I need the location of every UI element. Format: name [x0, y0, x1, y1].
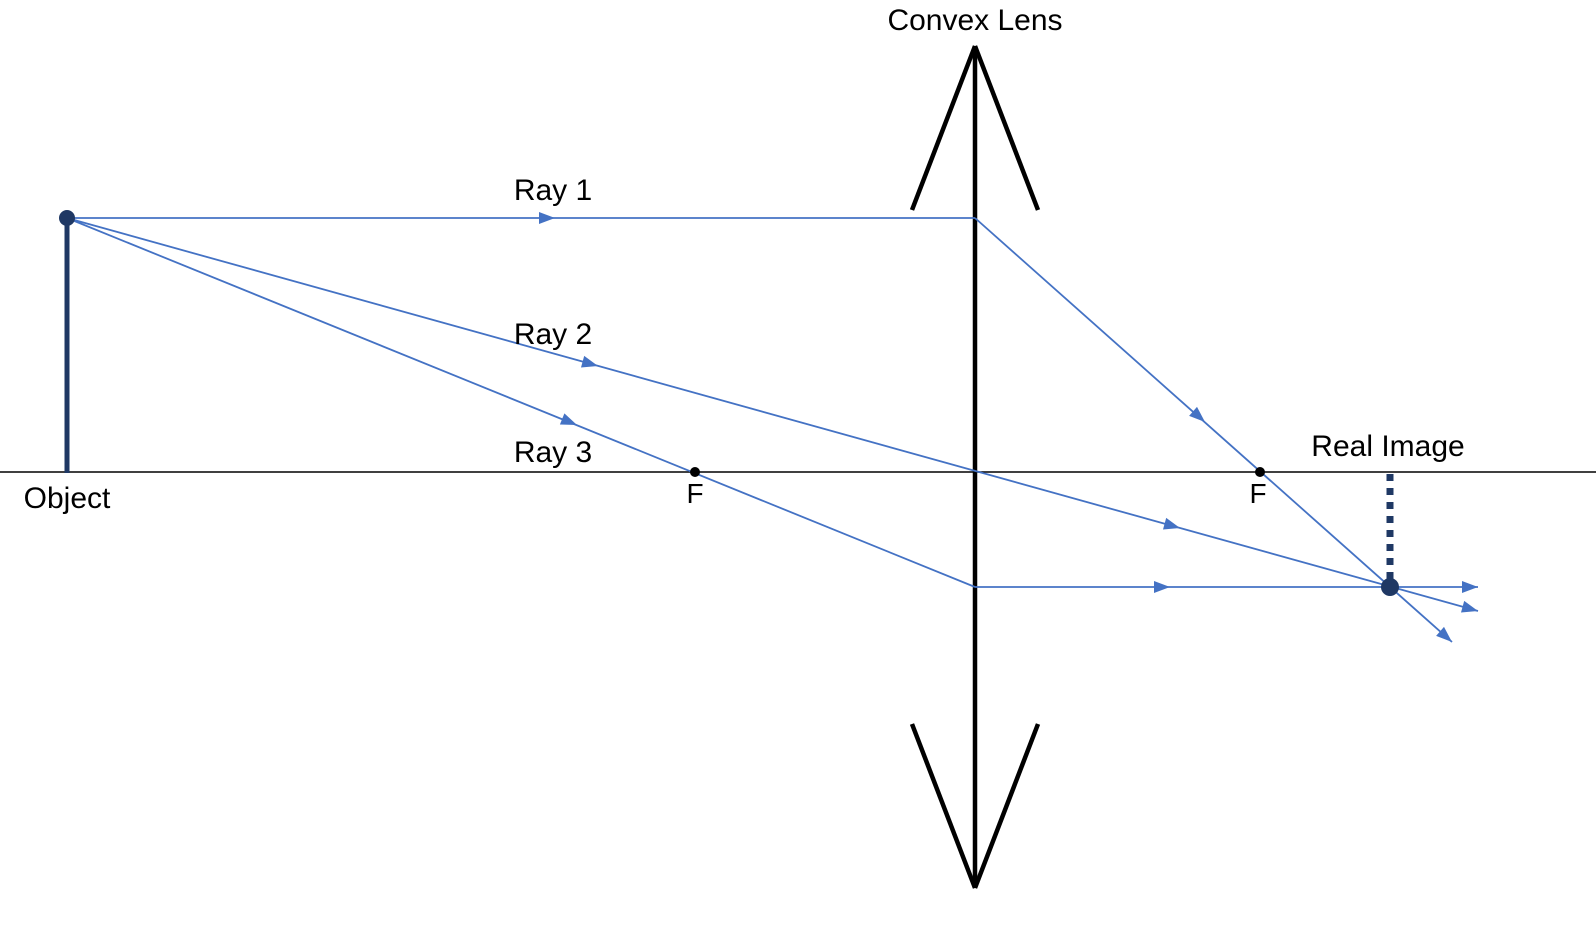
focal-point-left-label: F	[686, 478, 703, 509]
ray-2-segment-1	[66, 217, 1479, 612]
real-image-label: Real Image	[1311, 430, 1464, 463]
ray-1-direction-arrow	[539, 212, 555, 224]
real-image-dot	[1381, 578, 1399, 596]
focal-point-left	[690, 467, 700, 477]
ray-1-segment-2	[974, 217, 1453, 643]
object-tip-dot	[59, 210, 75, 226]
ray-3-label: Ray 3	[514, 436, 592, 469]
ray-1-end-arrow	[1436, 626, 1452, 642]
ray-2-label: Ray 2	[514, 318, 592, 351]
ray-2-end-arrow	[1461, 600, 1478, 613]
ray-3-segment-1	[66, 217, 976, 588]
lens-arrowhead-top-left	[909, 45, 978, 211]
lens-arrowhead-bottom-left	[909, 723, 978, 889]
ray-3-end-arrow	[1462, 581, 1478, 593]
ray-2-direction-arrow	[581, 355, 598, 368]
lens-label: Convex Lens	[887, 4, 1062, 37]
ray-3-direction-arrow	[1154, 581, 1170, 593]
ray-3-direction-arrow	[559, 413, 577, 425]
ray-1-direction-arrow	[1189, 406, 1205, 422]
lens-arrowhead-top-right	[972, 45, 1041, 211]
object-label: Object	[24, 482, 111, 515]
focal-point-right-label: F	[1249, 478, 1266, 509]
ray-2-direction-arrow	[1163, 517, 1180, 530]
lens-arrowhead-bottom-right	[972, 723, 1041, 889]
focal-point-right	[1255, 467, 1265, 477]
ray-1-label: Ray 1	[514, 174, 592, 207]
